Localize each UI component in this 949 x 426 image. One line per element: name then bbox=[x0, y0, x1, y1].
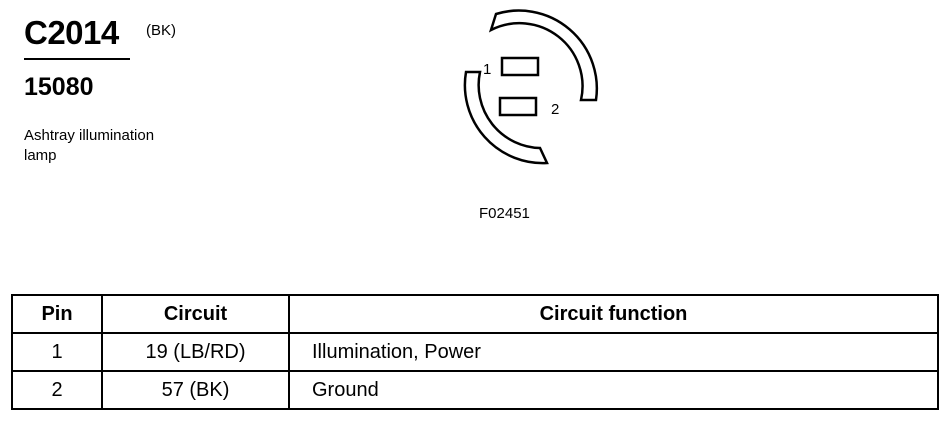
connector-color: (BK) bbox=[146, 22, 176, 39]
connector-id: C2014 bbox=[24, 14, 119, 51]
pin-cell: 2 bbox=[11, 370, 103, 410]
header-circuit: Circuit bbox=[101, 294, 290, 334]
pin-cell: 1 bbox=[11, 332, 103, 372]
figure-id: F02451 bbox=[479, 205, 530, 222]
pin-1-label: 1 bbox=[483, 61, 491, 78]
pin-1-cavity bbox=[500, 56, 540, 77]
table-row: 2 57 (BK) Ground bbox=[11, 370, 939, 410]
circuit-function-cell: Illumination, Power bbox=[288, 332, 939, 372]
header-pin: Pin bbox=[11, 294, 103, 334]
description-line-1: Ashtray illumination bbox=[24, 127, 155, 144]
pin-2-label: 2 bbox=[551, 101, 559, 118]
circuit-function-cell: Ground bbox=[288, 370, 939, 410]
circuit-cell: 19 (LB/RD) bbox=[101, 332, 290, 372]
circuit-cell: 57 (BK) bbox=[101, 370, 290, 410]
connector-shell-lower bbox=[463, 70, 549, 165]
description-line-2: lamp bbox=[24, 147, 57, 164]
header-divider bbox=[24, 58, 130, 60]
connector-face-diagram: 1 2 bbox=[463, 9, 599, 165]
table-row: 1 19 (LB/RD) Illumination, Power bbox=[11, 332, 939, 372]
connector-header: C2014 (BK) 15080 Ashtray illumination la… bbox=[24, 14, 224, 164]
part-number: 15080 bbox=[24, 73, 94, 101]
header-circuit-function: Circuit function bbox=[288, 294, 939, 334]
pinout-table: Pin Circuit Circuit function 1 19 (LB/RD… bbox=[11, 294, 939, 410]
table-header-row: Pin Circuit Circuit function bbox=[11, 294, 939, 334]
pin-2-cavity bbox=[498, 96, 538, 117]
connector-description: Ashtray illumination lamp bbox=[24, 126, 204, 166]
connector-shell-upper bbox=[488, 9, 599, 102]
